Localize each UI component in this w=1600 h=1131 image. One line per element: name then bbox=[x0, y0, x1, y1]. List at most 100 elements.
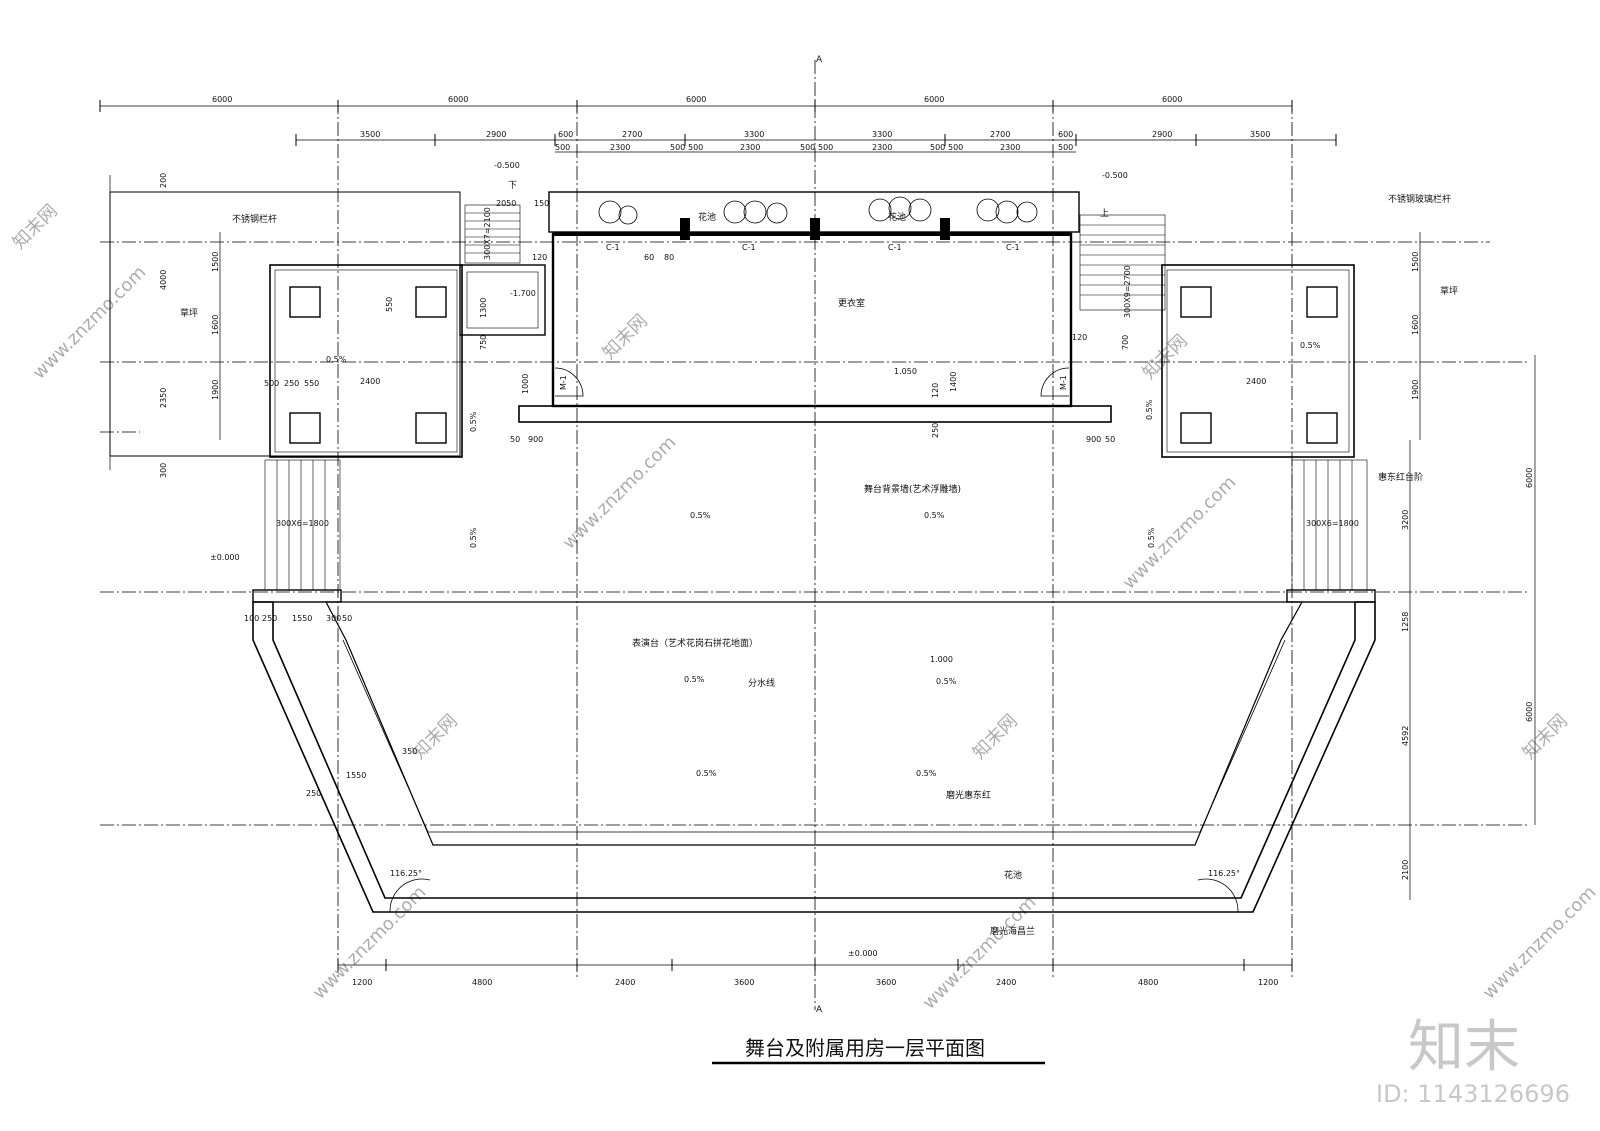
dressing-room-label: 更衣室 bbox=[838, 297, 865, 309]
dim-text: 6000 bbox=[212, 95, 232, 104]
window-label: C-1 bbox=[888, 243, 902, 252]
flower-pool-label: 花池 bbox=[1004, 869, 1022, 881]
down-label: 下 bbox=[508, 181, 517, 191]
dim-text: 500 bbox=[818, 143, 833, 152]
dim-text: 500 bbox=[555, 143, 570, 152]
slope-mark: 0.5% bbox=[696, 769, 717, 778]
dim-text: 2300 bbox=[872, 143, 892, 152]
stage-outline bbox=[252, 589, 1376, 913]
dim-text: 6000 bbox=[686, 95, 706, 104]
dim-text: 3600 bbox=[876, 978, 896, 987]
dim-text: 500 bbox=[800, 143, 815, 152]
dim-text: 600 bbox=[558, 130, 573, 139]
dim-text: 2900 bbox=[1152, 130, 1172, 139]
slope-mark: 0.5% bbox=[469, 527, 478, 548]
railing-right-label: 不锈钢玻璃栏杆 bbox=[1388, 193, 1451, 205]
dim-text: 4592 bbox=[1401, 726, 1410, 746]
section-mark-bottom: A bbox=[816, 1005, 823, 1015]
watermark-url: www.znzmo.com bbox=[919, 892, 1041, 1014]
angle-labels: 116.25° 116.25° bbox=[390, 869, 1240, 878]
dim-text: 3500 bbox=[360, 130, 380, 139]
watermark-url: www.znzmo.com bbox=[1479, 882, 1600, 1004]
elevations: -0.500 -0.500 -1.700 1.050 1.000 ±0.000 … bbox=[210, 161, 1128, 958]
top-dims-row2: 3500 2900 600 2700 3300 3300 2700 600 29… bbox=[360, 130, 1270, 139]
elevation-mark: ±0.000 bbox=[848, 949, 878, 958]
dim-text: 2900 bbox=[486, 130, 506, 139]
dim-text: 1550 bbox=[346, 771, 366, 780]
dim-text: 6000 bbox=[1525, 468, 1534, 488]
slopes: 0.5% 0.5% 0.5% 0.5% 0.5% 0.5% 0.5% 0.5% … bbox=[326, 341, 1321, 778]
dim-text: 250 bbox=[306, 789, 321, 798]
dim-text: 50 bbox=[342, 614, 352, 623]
dim-text: 1550 bbox=[292, 614, 312, 623]
dim-text: 550 bbox=[304, 379, 319, 388]
dim-text: 4800 bbox=[1138, 978, 1158, 987]
elevation-mark: -1.700 bbox=[510, 289, 536, 298]
dim-text: 1600 bbox=[211, 315, 220, 335]
watermark-site: 知末网 bbox=[1139, 331, 1192, 384]
watermark-site: 知末网 bbox=[599, 311, 652, 364]
dim-text: 2700 bbox=[622, 130, 642, 139]
slope-mark: 0.5% bbox=[1147, 527, 1156, 548]
dim-text: 500 bbox=[670, 143, 685, 152]
dim-text: 1500 bbox=[1411, 252, 1420, 272]
slope-mark: 0.5% bbox=[690, 511, 711, 520]
window-label: C-1 bbox=[606, 243, 620, 252]
dim-text: 60 bbox=[644, 253, 654, 262]
sea-blue-label: 磨光海昌兰 bbox=[990, 925, 1035, 937]
dim-text: 6000 bbox=[924, 95, 944, 104]
right-platform bbox=[1161, 264, 1355, 458]
dim-text: 2300 bbox=[1000, 143, 1020, 152]
dressing-room-building bbox=[518, 191, 1112, 423]
dim-text: 6000 bbox=[448, 95, 468, 104]
watermark-site: 知末网 bbox=[969, 711, 1022, 764]
grid-lines bbox=[100, 60, 1530, 1010]
elevation-mark: -0.500 bbox=[494, 161, 520, 170]
flower-pool-label: 花池 bbox=[698, 211, 716, 223]
misc-dims: 2050 150 120 120 1300 750 1000 900 50 50… bbox=[244, 199, 1130, 798]
dim-text: 300 bbox=[326, 614, 341, 623]
dim-text: 500 bbox=[1058, 143, 1073, 152]
stage-bg-wall-label: 舞台背景墙(艺术浮雕墙) bbox=[864, 483, 961, 495]
dim-text: 1300 bbox=[479, 298, 488, 318]
dim-text: 700 bbox=[1121, 335, 1130, 350]
dim-text: 150 bbox=[534, 199, 549, 208]
dim-text: 2100 bbox=[1401, 860, 1410, 880]
window-label: C-1 bbox=[742, 243, 756, 252]
dim-text: 500 bbox=[930, 143, 945, 152]
dim-text: 900 bbox=[1086, 435, 1101, 444]
stairs bbox=[264, 204, 1368, 591]
divide-line-label: 分水线 bbox=[748, 677, 775, 689]
angle-label: 116.25° bbox=[390, 869, 422, 878]
up-label: 上 bbox=[1100, 208, 1109, 219]
dim-text: 250 bbox=[931, 423, 940, 438]
dim-text: 3300 bbox=[872, 130, 892, 139]
section-marks: A A bbox=[816, 55, 823, 1015]
dim-text: 3600 bbox=[734, 978, 754, 987]
dim-text: 2400 bbox=[360, 377, 380, 386]
flower-pool-label: 花池 bbox=[888, 211, 906, 223]
room-labels: 不锈钢栏杆 不锈钢玻璃栏杆 草坪 草坪 更衣室 花池 花池 花池 舞台背景墙(艺… bbox=[180, 181, 1458, 937]
dim-text: 4800 bbox=[472, 978, 492, 987]
watermark-url: www.znzmo.com bbox=[1119, 472, 1241, 594]
dim-text: 1400 bbox=[949, 372, 958, 392]
dim-text: 900 bbox=[528, 435, 543, 444]
dim-text: 600 bbox=[1058, 130, 1073, 139]
slope-mark: 0.5% bbox=[1145, 399, 1154, 420]
drawing-title: 舞台及附属用房一层平面图 bbox=[745, 1036, 985, 1060]
bottom-dims: 1200 4800 2400 3600 3600 2400 4800 1200 bbox=[352, 978, 1278, 987]
dim-text: 250 bbox=[284, 379, 299, 388]
dim-text: 250 bbox=[262, 614, 277, 623]
brand-watermark: 知末 ID: 1143126696 bbox=[1376, 1015, 1570, 1108]
dim-text: 6000 bbox=[1162, 95, 1182, 104]
watermark-site: 知末网 bbox=[9, 201, 62, 254]
slope-mark: 0.5% bbox=[469, 411, 478, 432]
dim-text: 120 bbox=[532, 253, 547, 262]
stair-step-label: 300X6=1800 bbox=[1306, 519, 1359, 528]
elevation-mark: 1.050 bbox=[894, 367, 917, 376]
lawn-left-label: 草坪 bbox=[180, 307, 198, 319]
angle-label: 116.25° bbox=[1208, 869, 1240, 878]
red-stone-label: 磨光惠东红 bbox=[946, 789, 991, 801]
slope-mark: 0.5% bbox=[916, 769, 937, 778]
